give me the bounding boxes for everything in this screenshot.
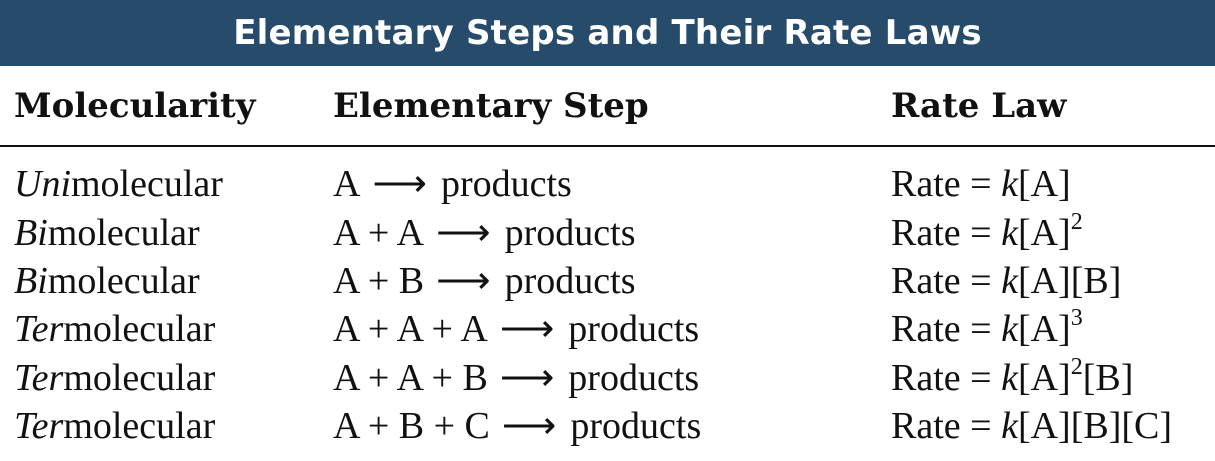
header-rate-law: Rate Law xyxy=(891,86,1067,126)
row-rate-law: Rate = k[A]2 xyxy=(891,210,1083,254)
rate-terms: [A][B][C] xyxy=(1017,405,1173,447)
row-molecularity: Termolecular xyxy=(14,310,215,348)
rate-terms: [A] xyxy=(1017,357,1071,399)
row-elementary-step: A + A + B ⟶ products xyxy=(333,359,699,397)
reactants: A + A + B xyxy=(333,357,488,399)
header-molecularity: Molecularity xyxy=(14,86,256,126)
molecularity-suffix: molecular xyxy=(63,308,216,350)
products: products xyxy=(568,357,700,399)
row-rate-law: Rate = k[A][B][C] xyxy=(891,407,1172,445)
molecularity-suffix: molecular xyxy=(47,212,200,254)
rate-prefix: Rate = xyxy=(891,405,1002,447)
molecularity-suffix: molecular xyxy=(63,405,216,447)
reaction-arrow: ⟶ xyxy=(499,357,555,399)
row-elementary-step: A + A + A ⟶ products xyxy=(333,310,699,348)
rate-exponent: 3 xyxy=(1070,305,1083,331)
reaction-arrow: ⟶ xyxy=(499,308,555,350)
reactants: A + B xyxy=(333,260,425,302)
rate-constant: k xyxy=(1001,212,1018,254)
rate-prefix: Rate = xyxy=(891,212,1002,254)
reaction-arrow: ⟶ xyxy=(436,260,491,302)
table-title-bar: Elementary Steps and Their Rate Laws xyxy=(0,0,1215,66)
header-divider xyxy=(0,145,1215,147)
molecularity-prefix: Uni xyxy=(14,163,71,205)
products: products xyxy=(568,308,700,350)
rate-exponent: 2 xyxy=(1070,209,1083,235)
products: products xyxy=(504,212,636,254)
table-title: Elementary Steps and Their Rate Laws xyxy=(233,13,982,53)
products: products xyxy=(504,260,636,302)
row-elementary-step: A ⟶ products xyxy=(333,165,572,203)
rate-constant: k xyxy=(1001,260,1018,302)
row-elementary-step: A + A ⟶ products xyxy=(333,214,635,252)
reactants: A xyxy=(333,163,361,205)
products: products xyxy=(570,405,702,447)
rate-exponent: 2 xyxy=(1070,354,1083,380)
molecularity-prefix: Ter xyxy=(14,357,64,399)
row-elementary-step: A + B ⟶ products xyxy=(333,262,635,300)
row-rate-law: Rate = k[A]3 xyxy=(891,306,1083,350)
molecularity-prefix: Ter xyxy=(14,308,64,350)
reaction-arrow: ⟶ xyxy=(501,405,557,447)
row-elementary-step: A + B + C ⟶ products xyxy=(333,407,701,445)
reaction-arrow: ⟶ xyxy=(436,212,491,254)
row-molecularity: Bimolecular xyxy=(14,262,200,300)
rate-terms: [A] xyxy=(1017,212,1071,254)
row-rate-law: Rate = k[A]2[B] xyxy=(891,355,1134,399)
reactants: A + B + C xyxy=(333,405,490,447)
molecularity-suffix: molecular xyxy=(63,357,216,399)
row-molecularity: Bimolecular xyxy=(14,214,200,252)
rate-prefix: Rate = xyxy=(891,357,1002,399)
reactants: A + A + A xyxy=(333,308,488,350)
rate-constant: k xyxy=(1001,357,1018,399)
molecularity-suffix: molecular xyxy=(47,260,200,302)
reactants: A + A xyxy=(333,212,425,254)
rate-prefix: Rate = xyxy=(891,260,1002,302)
rate-terms: [A][B] xyxy=(1017,260,1122,302)
row-rate-law: Rate = k[A][B] xyxy=(891,262,1121,300)
molecularity-prefix: Bi xyxy=(14,260,48,302)
rate-tail: [B] xyxy=(1082,357,1134,399)
header-elementary-step: Elementary Step xyxy=(333,86,649,126)
molecularity-prefix: Bi xyxy=(14,212,48,254)
rate-constant: k xyxy=(1001,405,1018,447)
reaction-arrow: ⟶ xyxy=(372,163,427,205)
row-molecularity: Termolecular xyxy=(14,359,215,397)
row-molecularity: Termolecular xyxy=(14,407,215,445)
rate-constant: k xyxy=(1001,308,1018,350)
row-rate-law: Rate = k[A] xyxy=(891,165,1071,203)
row-molecularity: Unimolecular xyxy=(14,165,223,203)
molecularity-prefix: Ter xyxy=(14,405,64,447)
rate-constant: k xyxy=(1001,163,1018,205)
rate-terms: [A] xyxy=(1017,308,1071,350)
rate-prefix: Rate = xyxy=(891,163,1002,205)
rate-terms: [A] xyxy=(1017,163,1071,205)
products: products xyxy=(440,163,572,205)
rate-prefix: Rate = xyxy=(891,308,1002,350)
molecularity-suffix: molecular xyxy=(71,163,223,205)
